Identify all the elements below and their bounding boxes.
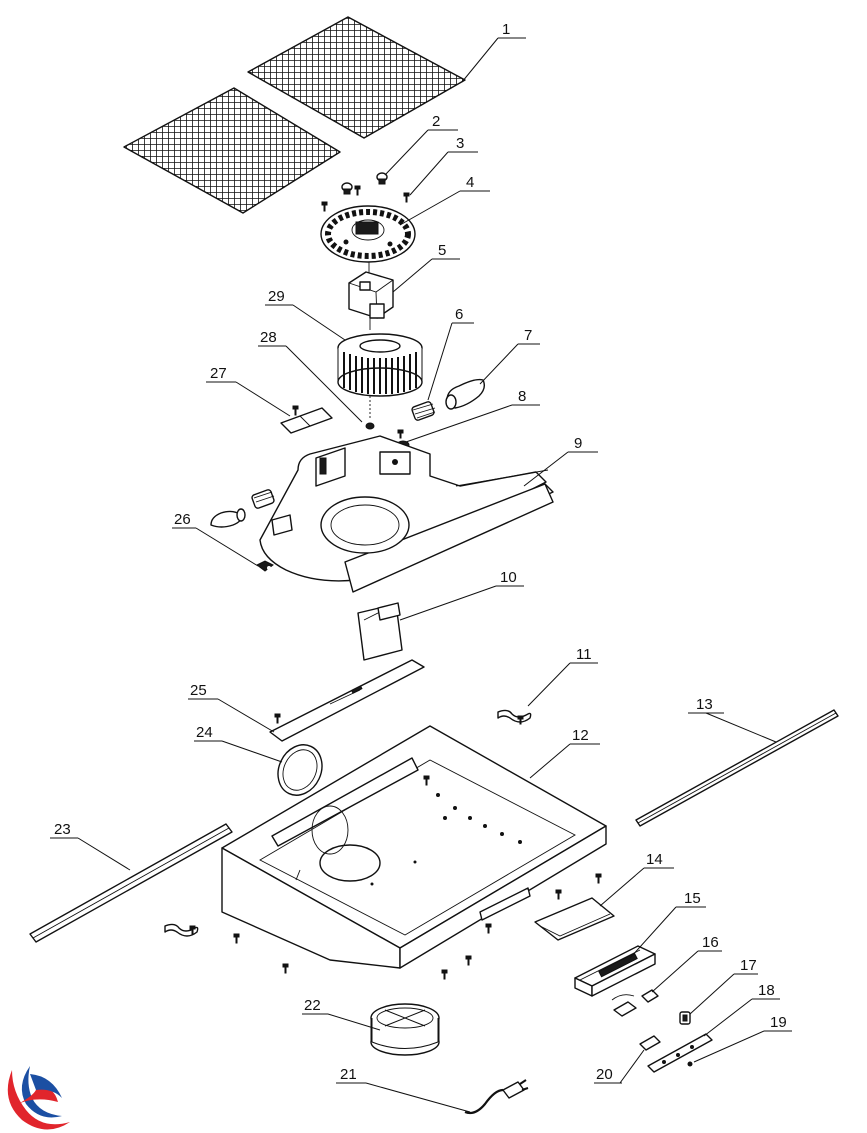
callout-11: 11 [576, 646, 592, 663]
part-5-motor [348, 262, 394, 330]
part-22-duct-collar [370, 1003, 440, 1056]
callout-21: 21 [340, 1066, 357, 1083]
callout-8: 8 [518, 388, 526, 405]
callout-5: 5 [438, 242, 446, 259]
part-2-nuts [341, 172, 388, 195]
callout-29: 29 [268, 288, 285, 305]
part-11-clip [497, 709, 532, 725]
left-clip [164, 923, 199, 937]
callout-27: 27 [210, 365, 227, 382]
callout-24: 24 [196, 724, 213, 741]
part-29-blower-wheel [337, 333, 423, 397]
callout-7: 7 [524, 327, 532, 344]
callout-1: 1 [502, 21, 510, 38]
part-17-knob [679, 1011, 691, 1025]
left-bulb [210, 508, 246, 528]
callout-13: 13 [696, 696, 713, 713]
part-10-partition [357, 602, 403, 661]
callout-10: 10 [500, 569, 517, 586]
callout-2: 2 [432, 113, 440, 130]
part-18-control-panel [647, 1033, 713, 1073]
part-26-clip [256, 560, 274, 572]
part-4-fan-cover [320, 205, 416, 263]
callout-12: 12 [572, 727, 589, 744]
part-13-side-strip [635, 709, 839, 827]
callout-23: 23 [54, 821, 71, 838]
part-7-bulb [445, 378, 486, 410]
left-bracket [271, 514, 293, 536]
callout-6: 6 [455, 306, 463, 323]
part-9-blower-housing [259, 435, 554, 593]
callout-4: 4 [466, 174, 474, 191]
callout-numbers: 1 2 3 4 5 6 7 8 9 10 11 12 13 14 15 16 1… [54, 21, 787, 1083]
screws-under-hood [233, 873, 602, 980]
callout-20: 20 [596, 1066, 613, 1083]
callout-28: 28 [260, 329, 277, 346]
callout-19: 19 [770, 1014, 787, 1031]
part-20-switch [639, 1035, 661, 1051]
callout-3: 3 [456, 135, 464, 152]
part-27-bracket [280, 405, 333, 434]
left-lamp-holder [251, 489, 275, 509]
part-23-strip [29, 823, 233, 943]
callout-26: 26 [174, 511, 191, 528]
part-25-front-strip [269, 659, 425, 742]
callout-17: 17 [740, 957, 757, 974]
part-1-grease-filters [123, 16, 466, 214]
callout-9: 9 [574, 435, 582, 452]
part-3-screws [321, 185, 410, 212]
callout-18: 18 [758, 982, 775, 999]
part-6-lamp-holder [411, 401, 436, 421]
part-28-nut [365, 396, 375, 430]
part-16-switch-module [611, 989, 659, 1017]
part-14-cover-plate [534, 897, 615, 941]
part-12-hood-body [221, 725, 607, 969]
part-21-power-cord [464, 1079, 529, 1115]
callout-25: 25 [190, 682, 207, 699]
part-15-control-box [574, 945, 656, 997]
part-19-nut [687, 1061, 693, 1067]
callout-22: 22 [304, 997, 321, 1014]
callout-16: 16 [702, 934, 719, 951]
leader-lines [50, 37, 792, 1113]
callout-15: 15 [684, 890, 701, 907]
brand-logo [7, 1066, 70, 1130]
callout-14: 14 [646, 851, 663, 868]
